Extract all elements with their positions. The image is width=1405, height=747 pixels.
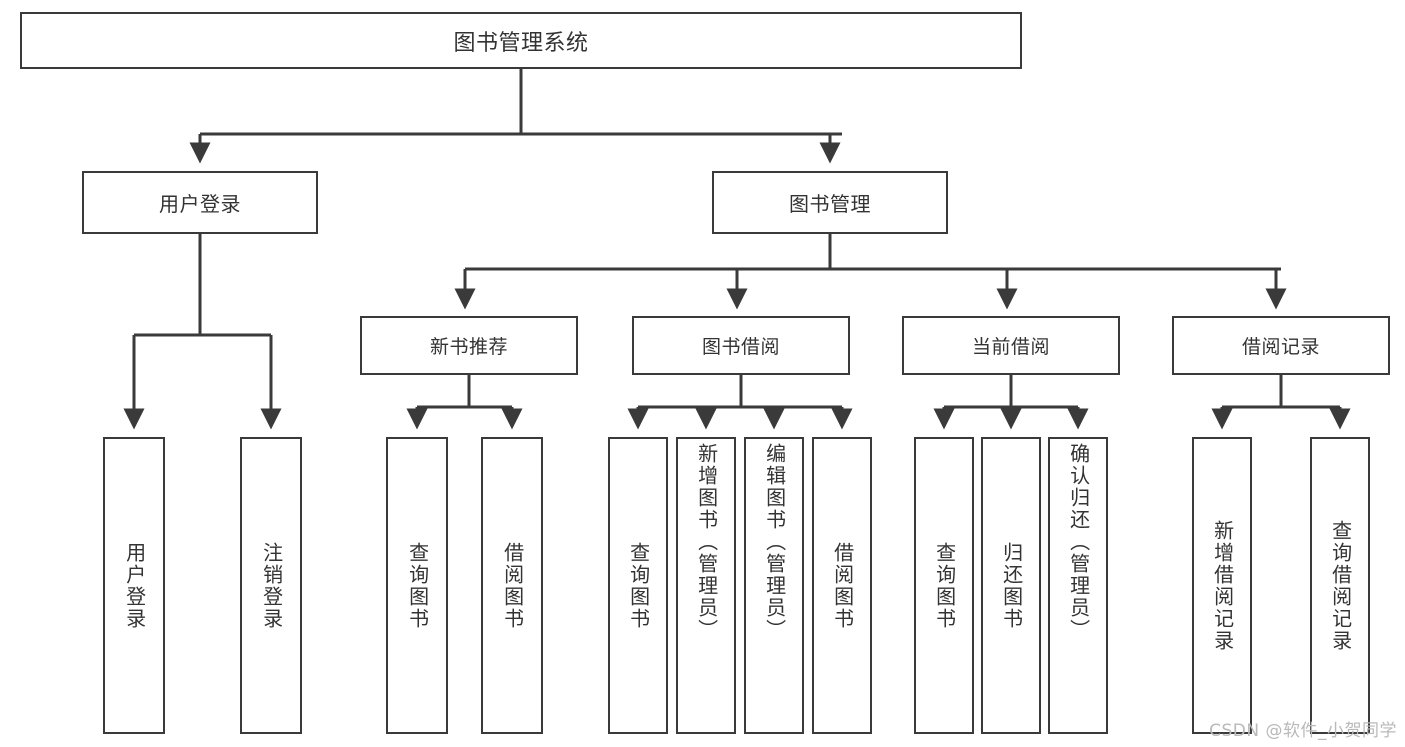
node-book-management[interactable]: 图书管理 [712,171,948,234]
leaf-text-wrap: 用户登录 [105,439,163,732]
leaf-node[interactable]: 查询图书 [914,437,974,734]
leaf-node[interactable]: 借阅图书 [481,437,543,734]
leaf-text-wrap: 新增借阅记录 [1194,439,1250,732]
leaf-text-wrap: 归还图书 [983,439,1039,732]
leaf-node[interactable]: 确认归还（管理员） [1048,437,1108,734]
leaf-text-wrap: 查询图书 [916,439,972,732]
leaf-label: 编辑图书（管理员） [762,443,787,641]
leaf-text-wrap: 查询借阅记录 [1312,439,1368,732]
leaf-node[interactable]: 查询图书 [608,437,668,734]
leaf-text-wrap: 借阅图书 [814,439,870,732]
leaf-label: 查询借阅记录 [1328,519,1353,652]
leaf-label: 借阅图书 [500,541,525,630]
leaf-label: 借阅图书 [830,541,855,630]
leaf-label: 查询图书 [932,541,957,630]
leaf-node[interactable]: 新增图书（管理员） [676,437,736,734]
node-current-borrow[interactable]: 当前借阅 [902,316,1120,375]
leaf-text-wrap: 新增图书（管理员） [678,439,734,732]
leaf-label: 归还图书 [999,541,1024,630]
leaf-text-wrap: 借阅图书 [483,439,541,732]
node-borrow-record[interactable]: 借阅记录 [1172,316,1390,375]
watermark: CSDN @软件_小贺同学 [1209,721,1397,741]
leaf-label: 注销登录 [259,541,284,630]
leaf-node[interactable]: 注销登录 [240,437,302,734]
leaf-text-wrap: 编辑图书（管理员） [746,439,802,732]
leaf-node[interactable]: 编辑图书（管理员） [744,437,804,734]
leaf-node[interactable]: 归还图书 [981,437,1041,734]
leaf-label: 用户登录 [122,541,147,630]
leaf-label: 新增图书（管理员） [694,443,719,641]
leaf-text-wrap: 注销登录 [242,439,300,732]
leaf-text-wrap: 查询图书 [610,439,666,732]
leaf-label: 查询图书 [405,541,430,630]
node-book-borrow[interactable]: 图书借阅 [632,316,850,375]
leaf-text-wrap: 确认归还（管理员） [1050,439,1106,732]
leaf-node[interactable]: 查询借阅记录 [1310,437,1370,734]
leaf-label: 确认归还（管理员） [1066,443,1091,641]
node-new-book-recommend[interactable]: 新书推荐 [360,316,578,375]
leaf-node[interactable]: 查询图书 [386,437,448,734]
node-user-login[interactable]: 用户登录 [82,171,318,234]
leaf-label: 新增借阅记录 [1210,519,1235,652]
leaf-node[interactable]: 借阅图书 [812,437,872,734]
leaf-text-wrap: 查询图书 [388,439,446,732]
node-root-system[interactable]: 图书管理系统 [20,12,1022,69]
leaf-node[interactable]: 新增借阅记录 [1192,437,1252,734]
leaf-label: 查询图书 [626,541,651,630]
leaf-node[interactable]: 用户登录 [103,437,165,734]
